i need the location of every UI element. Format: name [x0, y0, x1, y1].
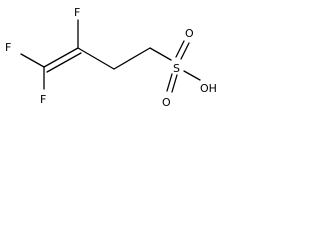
atom-fluorine-bottom: F: [40, 93, 46, 106]
bond-s-o-bottom-second: [171, 74, 178, 93]
atom-hydroxyl: OH: [200, 82, 217, 95]
atom-oxygen-top: O: [185, 27, 194, 40]
bond-c4-c3-second: [46, 52, 82, 73]
bond-c3-c2: [77, 47, 115, 70]
bond-s-o-top: [175, 40, 185, 58]
bond-c1-s: [149, 47, 172, 61]
atom-sulfur: S: [173, 62, 180, 75]
bond-c4-c3: [43, 47, 79, 68]
atom-oxygen-bottom: O: [162, 96, 171, 109]
atom-fluorine-left: F: [5, 41, 11, 54]
bond-c4-f-left: [20, 53, 45, 68]
atom-fluorine-top: F: [74, 6, 80, 19]
bond-s-o-bottom: [166, 73, 173, 92]
bond-s-o-top-second: [180, 42, 190, 60]
chemical-structure: F F F S O O OH: [5, 6, 217, 109]
bond-c2-c1: [113, 47, 151, 70]
bond-s-oh: [183, 70, 201, 81]
